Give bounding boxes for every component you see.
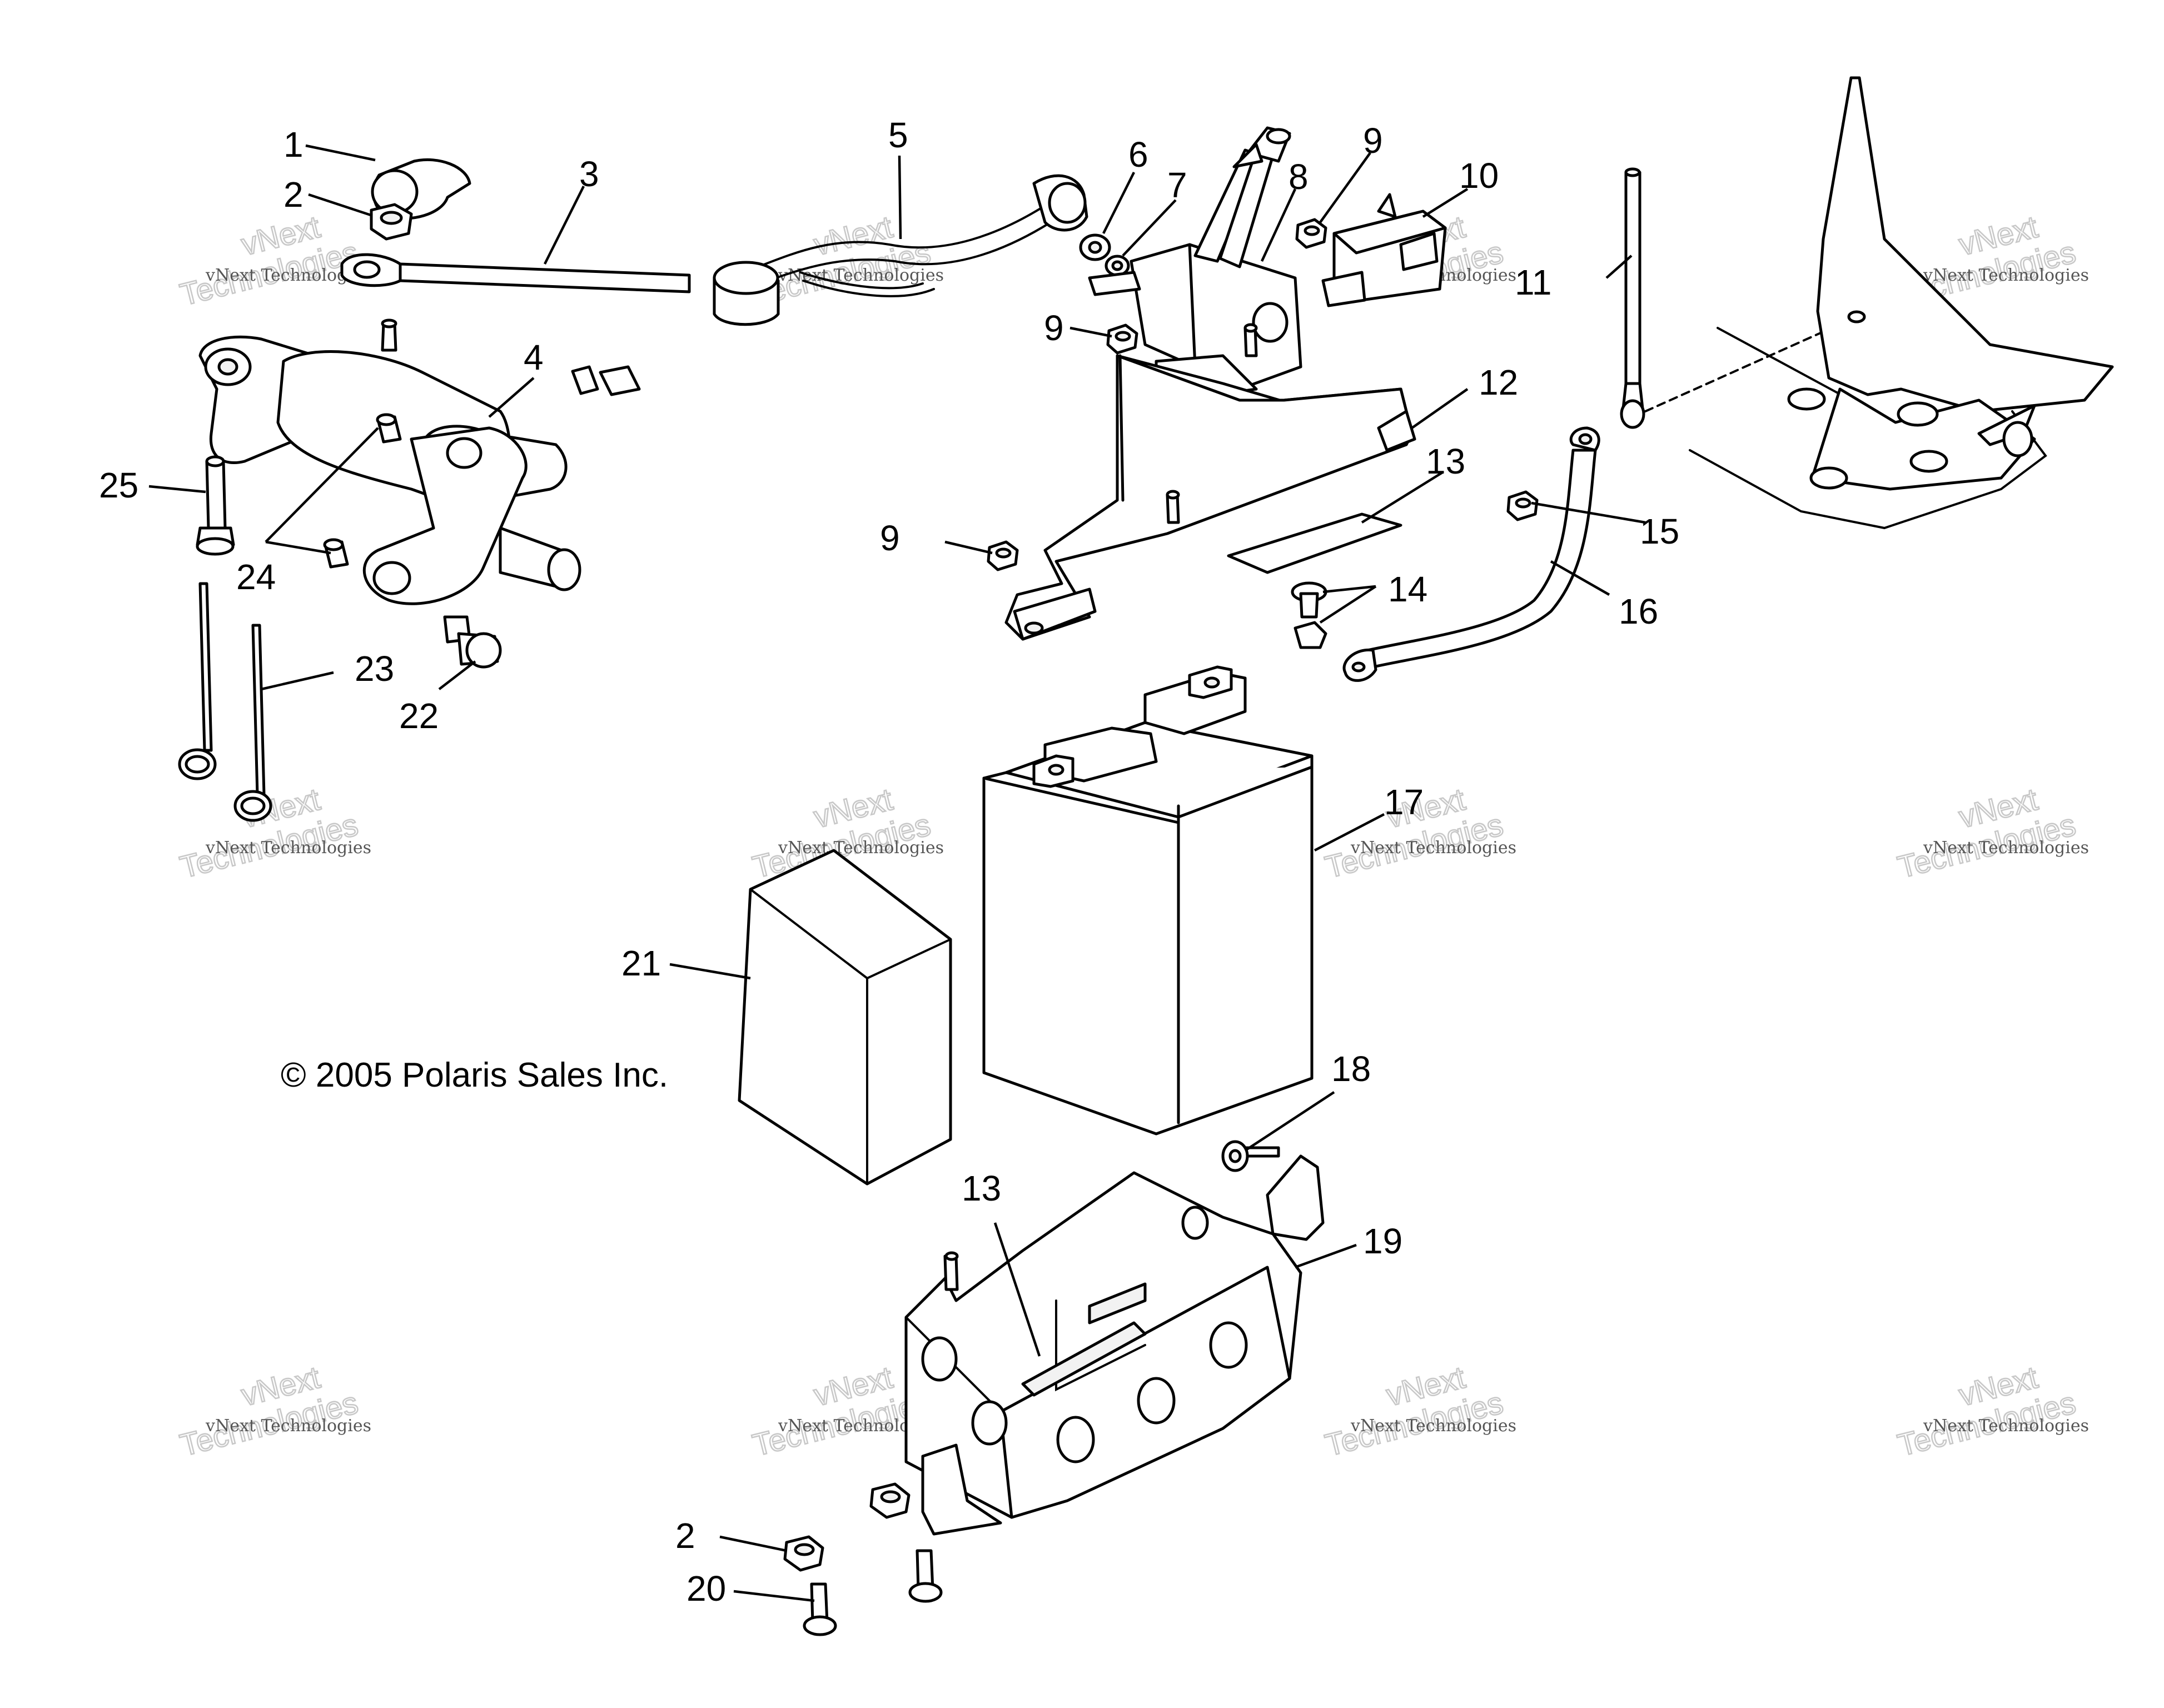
part-24-dowel: [323, 538, 349, 569]
part-25-bolt: [196, 455, 235, 556]
part-5-starter-cable: [713, 174, 1088, 326]
callout-9: 9: [880, 518, 900, 558]
svg-text:vNext Technologies: vNext Technologies: [1350, 838, 1516, 858]
part-17-battery: [982, 665, 1314, 1136]
callout-24: 24: [236, 557, 276, 597]
callout-22: 22: [399, 696, 439, 736]
callout-10: 10: [1459, 156, 1499, 196]
callout-5: 5: [888, 115, 908, 155]
part-9-nut: [1106, 323, 1138, 355]
callout-2: 2: [283, 175, 304, 215]
part-22-bolt: [443, 615, 502, 669]
frame-assembly: [1689, 76, 2114, 530]
part-23-cable-tie: [233, 624, 272, 822]
svg-text:vNext Technologies: vNext Technologies: [1923, 266, 2089, 285]
callout-11: 11: [1515, 262, 1551, 302]
callout-19: 19: [1363, 1221, 1402, 1261]
callout-9: 9: [1363, 121, 1383, 161]
part-20-screw: [803, 1582, 837, 1636]
part-9-nut: [987, 540, 1019, 571]
callout-9: 9: [1044, 308, 1064, 348]
part-20-screw: [908, 1549, 943, 1603]
part-4-starter-motor: [198, 318, 641, 605]
part-1-terminal-boot: [371, 158, 471, 220]
part-2-nut-bottom: [783, 1535, 824, 1572]
callout-16: 16: [1619, 591, 1658, 631]
part-9-nut: [1295, 218, 1327, 249]
watermark: vNext Technologies vNext Technologies: [1321, 1359, 1516, 1463]
svg-text:vNext Technologies: vNext Technologies: [1350, 1416, 1516, 1436]
callout-2: 2: [675, 1516, 695, 1556]
svg-text:vNext Technologies: vNext Technologies: [1923, 838, 2089, 858]
part-16-ground-cable: [1342, 426, 1600, 682]
callout-4: 4: [524, 337, 544, 377]
callout-13: 13: [1426, 441, 1465, 481]
callout-20: 20: [686, 1568, 726, 1609]
part-24-dowel: [376, 413, 402, 444]
part-2-nut-tray: [869, 1482, 911, 1519]
callout-1: 1: [283, 125, 304, 165]
part-2-nut: [370, 203, 413, 241]
callout-12: 12: [1479, 362, 1518, 402]
part-3-cable: [340, 253, 691, 293]
svg-text:vNext Technologies: vNext Technologies: [778, 838, 944, 858]
part-14-screw-nut: [1291, 581, 1327, 649]
callout-6: 6: [1128, 135, 1148, 175]
watermark: vNext Technologies vNext Technologies: [1893, 1359, 2089, 1463]
callouts: 1 2 3 4 5 6 7 8 9 10 9 11 12 13 9 14 15 …: [99, 115, 1679, 1609]
part-6-spacer: [1079, 233, 1111, 261]
callout-18: 18: [1331, 1049, 1371, 1089]
watermark: vNext Technologies vNext Technologies: [176, 208, 371, 313]
part-12-hold-down-bracket: [1004, 323, 1416, 641]
svg-text:vNext Technologies: vNext Technologies: [205, 838, 371, 858]
copyright-notice: © 2005 Polaris Sales Inc.: [281, 1056, 668, 1094]
part-18-bolt: [1221, 1140, 1280, 1172]
callout-23: 23: [355, 649, 394, 689]
callout-21: 21: [621, 943, 661, 983]
callout-3: 3: [579, 154, 599, 194]
svg-text:vNext Technologies: vNext Technologies: [205, 1416, 371, 1436]
callout-8: 8: [1289, 157, 1309, 197]
part-15-nut: [1506, 490, 1539, 521]
part-10-relay: [1321, 193, 1447, 307]
part-13-pad: [1227, 512, 1402, 574]
watermark: vNext Technologies vNext Technologies: [176, 1359, 371, 1463]
callout-15: 15: [1640, 511, 1679, 551]
callout-7: 7: [1167, 165, 1187, 205]
callout-17: 17: [1384, 782, 1424, 822]
part-23-cable-tie: [178, 582, 217, 780]
svg-text:vNext Technologies: vNext Technologies: [1923, 1416, 2089, 1436]
callout-13: 13: [962, 1168, 1001, 1208]
callout-25: 25: [99, 465, 138, 505]
part-13-pad-tray: [1021, 1321, 1147, 1397]
part-21-battery-box: [738, 849, 952, 1186]
leader-lines: [148, 144, 1646, 1602]
watermark: vNext Technologies vNext Technologies: [176, 781, 371, 885]
callout-14: 14: [1388, 569, 1427, 609]
watermark: vNext Technologies vNext Technologies: [1893, 781, 2089, 885]
